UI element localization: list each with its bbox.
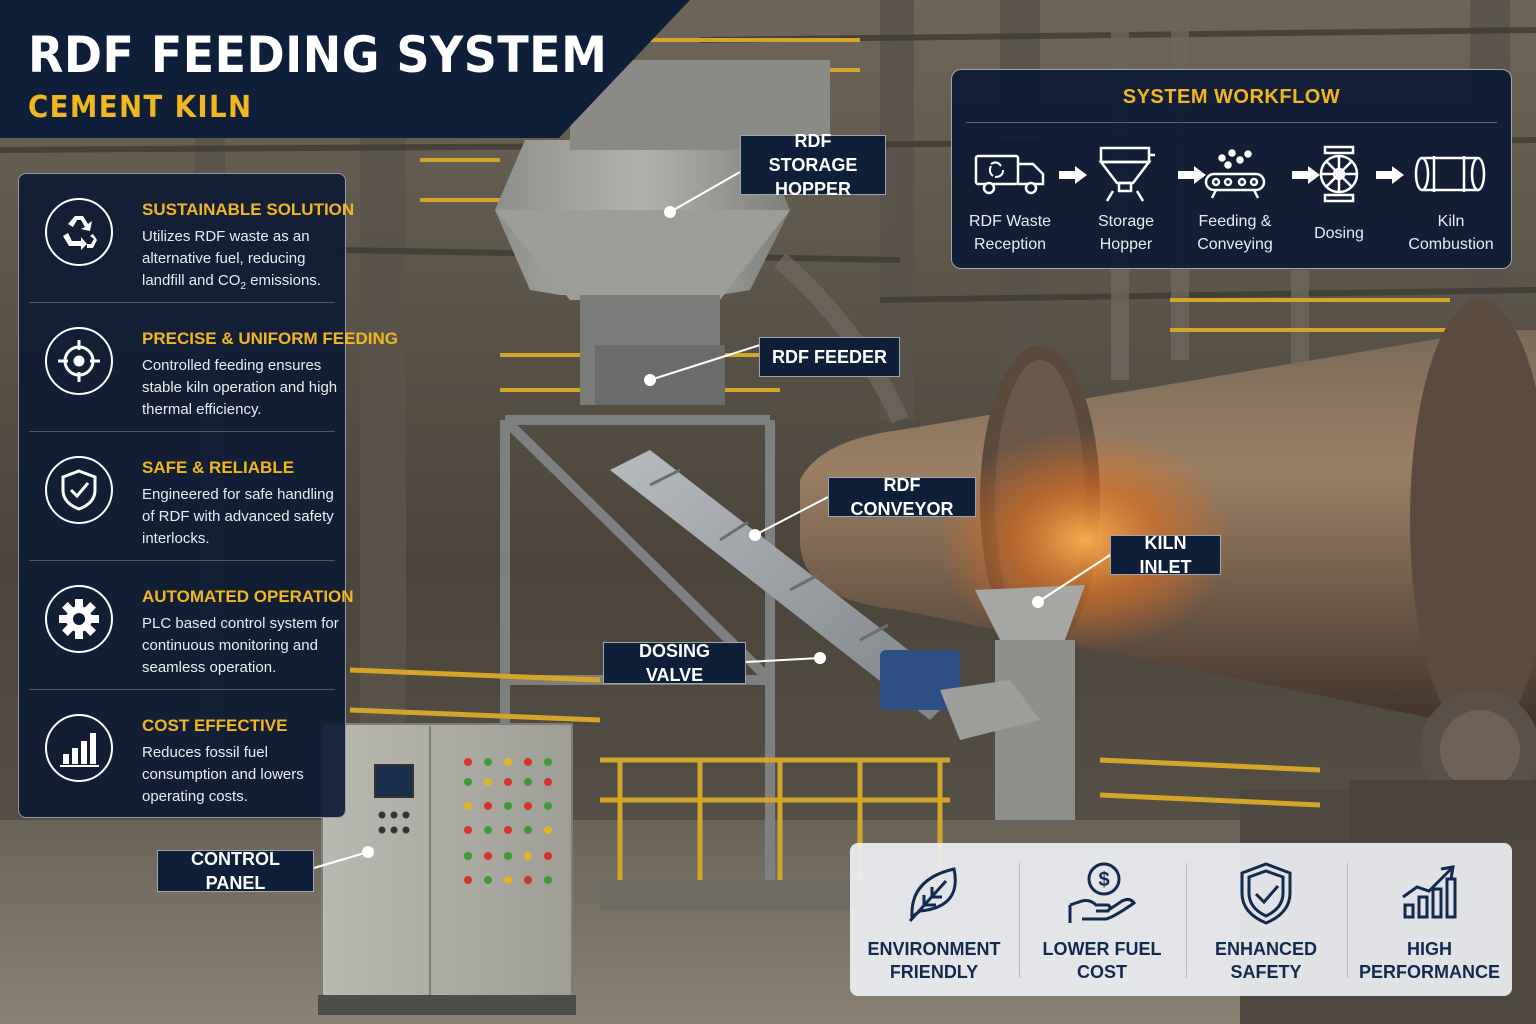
header-banner: RDF FEEDING SYSTEM CEMENT KILN xyxy=(0,0,690,138)
arrow-right-icon xyxy=(1376,166,1404,184)
callout-label: CONTROL PANEL xyxy=(191,849,280,893)
feature-description: Utilizes RDF waste as an alternative fue… xyxy=(142,228,321,292)
leaf-icon xyxy=(850,861,1018,925)
shield-check-icon xyxy=(1186,861,1346,927)
callout-control-panel: CONTROL PANEL xyxy=(157,849,314,893)
feature-title: SUSTAINABLE SOLUTION xyxy=(142,200,355,219)
shield-check-icon xyxy=(45,456,113,524)
arrow-right-icon xyxy=(1178,166,1206,184)
dosing-valve-icon xyxy=(1279,144,1399,204)
feature-cost-effective: COST EFFECTIVE Reduces fossil fuel consu… xyxy=(29,690,335,819)
callout-rdf-storage-hopper: RDF STORAGE HOPPER xyxy=(740,131,886,199)
target-icon xyxy=(45,327,113,395)
workflow-step-label: Dosing xyxy=(1314,224,1364,242)
svg-text:$: $ xyxy=(1098,869,1109,891)
hopper-icon xyxy=(1066,144,1186,204)
callout-label: RDF STORAGE xyxy=(768,131,858,175)
feature-description: Engineered for safe handling of RDF with… xyxy=(142,486,334,547)
workflow-step-feeding-conveying: Feeding &Conveying xyxy=(1175,144,1295,256)
callout-rdf-conveyor: RDF CONVEYOR xyxy=(828,475,976,519)
callout-label: RDF FEEDER xyxy=(771,347,887,367)
growth-chart-icon xyxy=(1347,861,1512,923)
benefit-divider xyxy=(1347,863,1348,978)
page-subtitle: CEMENT KILN xyxy=(28,90,253,125)
workflow-step-dosing: Dosing xyxy=(1279,144,1399,256)
arrow-right-icon xyxy=(1292,166,1320,184)
workflow-divider xyxy=(966,122,1497,123)
feature-precise-feeding: PRECISE & UNIFORM FEEDING Controlled fee… xyxy=(29,303,398,432)
truck-icon xyxy=(950,144,1070,204)
feature-title: SAFE & RELIABLE xyxy=(142,458,295,477)
feature-description: Reduces fossil fuel consumption and lowe… xyxy=(142,744,304,805)
callout-dosing-valve: DOSING VALVE xyxy=(603,641,746,685)
page-title: RDF FEEDING SYSTEM xyxy=(28,26,608,84)
gear-icon xyxy=(45,585,113,653)
arrow-right-icon xyxy=(1059,166,1087,184)
callout-rdf-feeder: RDF FEEDER xyxy=(759,337,900,377)
feature-title: COST EFFECTIVE xyxy=(142,716,288,735)
kiln-icon xyxy=(1391,144,1511,204)
feature-safe-reliable: SAFE & RELIABLE Engineered for safe hand… xyxy=(29,432,335,561)
feature-title: AUTOMATED OPERATION xyxy=(142,587,354,606)
features-panel: SUSTAINABLE SOLUTION Utilizes RDF waste … xyxy=(18,173,398,819)
callout-kiln-inlet: KILN INLET xyxy=(1110,533,1221,577)
feature-sustainable-solution: SUSTAINABLE SOLUTION Utilizes RDF waste … xyxy=(29,174,354,303)
workflow-title: SYSTEM WORKFLOW xyxy=(1122,86,1341,108)
benefit-divider xyxy=(1019,863,1020,978)
feature-description: Controlled feeding ensures stable kiln o… xyxy=(142,357,338,418)
benefit-divider xyxy=(1186,863,1187,978)
callout-label: KILN INLET xyxy=(1139,533,1192,577)
conveyor-icon xyxy=(1175,144,1295,204)
callout-label: RDF CONVEYOR xyxy=(850,475,954,519)
workflow-step-label: Feeding &Conveying xyxy=(1197,213,1273,253)
callout-label: HOPPER xyxy=(774,179,852,199)
recycle-icon xyxy=(45,198,113,266)
feature-title: PRECISE & UNIFORM FEEDING xyxy=(142,329,398,348)
bar-chart-icon xyxy=(45,714,113,782)
money-hand-icon: $ xyxy=(1018,861,1186,927)
feature-automated-operation: AUTOMATED OPERATION PLC based control sy… xyxy=(29,561,354,690)
feature-description: PLC based control system for continuous … xyxy=(142,615,339,676)
callout-label: DOSING VALVE xyxy=(638,641,710,685)
